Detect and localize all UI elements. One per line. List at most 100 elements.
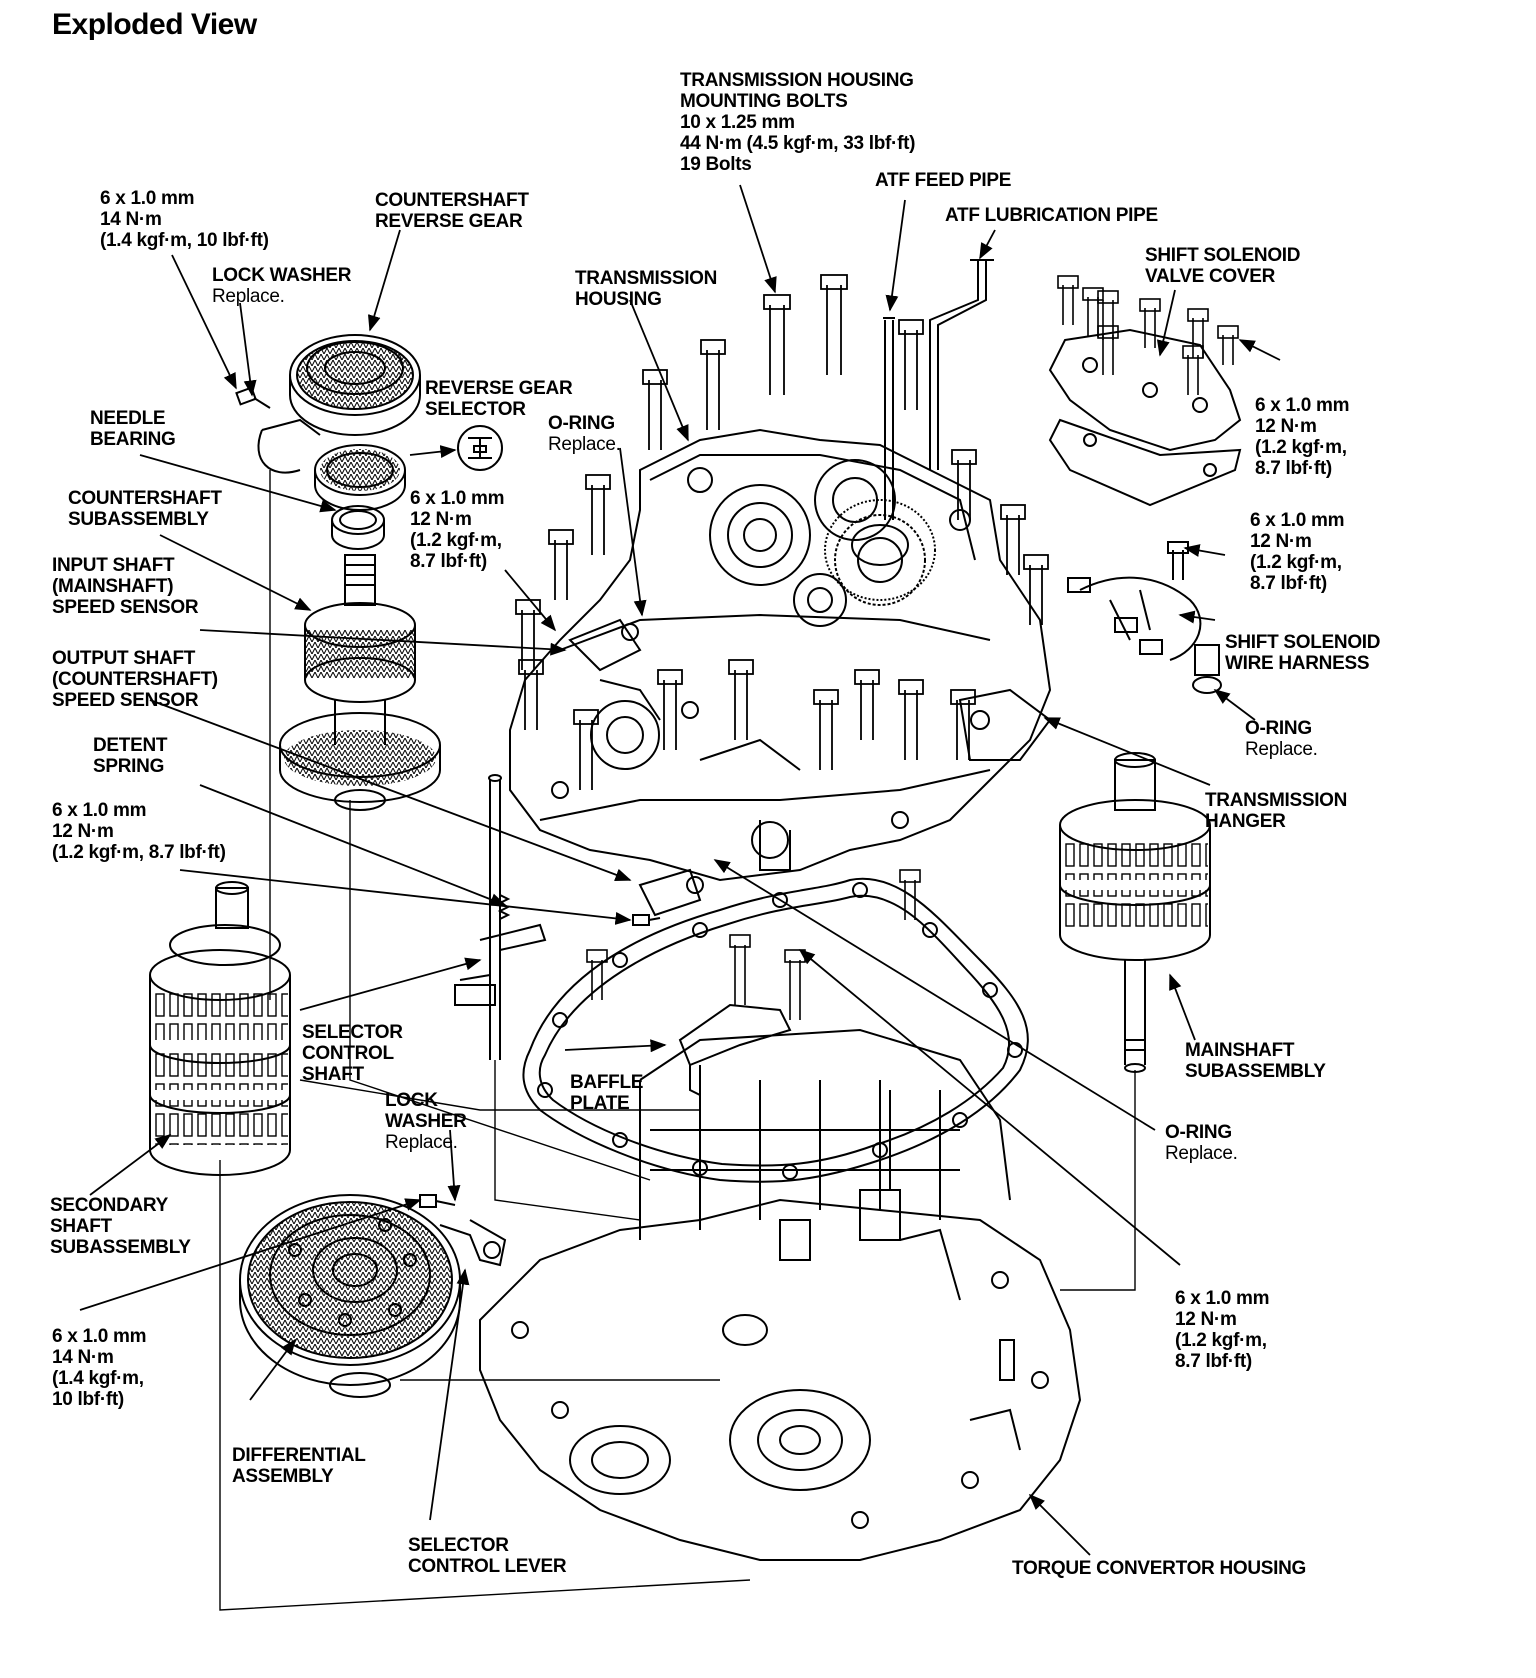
label-line: 6 x 1.0 mm [52,1326,147,1347]
label-line: SPRING [93,756,165,777]
label-countershaft-reverse-gear: COUNTERSHAFT REVERSE GEAR [375,190,529,232]
label-transmission-hanger: TRANSMISSION HANGER [1205,790,1347,832]
label-line: SELECTOR [425,399,526,420]
label-line: INPUT SHAFT [52,555,175,576]
label-line: 10 x 1.25 mm [680,112,795,133]
label-countershaft-subassembly: COUNTERSHAFT SUBASSEMBLY [68,488,222,530]
housing-gear [824,499,936,601]
label-line: 12 N·m [410,509,472,530]
label-line: ASSEMBLY [232,1466,334,1487]
label-baffle-plate: BAFFLE PLATE [570,1072,643,1114]
label-line: 6 x 1.0 mm [410,488,505,509]
label-line: SHAFT [50,1216,112,1237]
label-line: SHIFT SOLENOID [1225,632,1381,653]
label-line: BEARING [90,429,176,450]
label-note: Replace. [1165,1143,1238,1164]
label-line: SUBASSEMBLY [68,509,209,530]
label-line: TRANSMISSION [575,268,718,289]
label-line: HANGER [1205,811,1286,832]
label-line: SHAFT [302,1064,364,1085]
label-line: 12 N·m [1255,416,1317,437]
label-bolt-12nm-left: 6 x 1.0 mm 12 N·m (1.2 kgf·m, 8.7 lbf·ft… [52,800,226,863]
secondary-shaft-subassembly [149,881,291,1176]
label-line: 6 x 1.0 mm [100,188,195,209]
small-bolts-mid [586,869,921,1020]
label-line: WIRE HARNESS [1225,653,1370,674]
label-line: CONTROL [302,1043,394,1064]
label-line: CONTROL LEVER [408,1556,567,1577]
gasket [522,877,1029,1183]
label-line: (COUNTERSHAFT) [52,669,218,690]
label-input-shaft-speed-sensor: INPUT SHAFT (MAINSHAFT) SPEED SENSOR [52,555,199,618]
label-line: SECONDARY [50,1195,168,1216]
torque-converter-housing [479,1028,1082,1561]
label-line: (1.2 kgf·m, [1175,1330,1267,1351]
label-line: SUBASSEMBLY [50,1237,191,1258]
label-line: O-RING [1245,718,1312,739]
label-line: TORQUE CONVERTOR HOUSING [1012,1558,1307,1579]
label-differential-assembly: DIFFERENTIAL ASSEMBLY [232,1445,366,1487]
label-line: SUBASSEMBLY [1185,1061,1326,1082]
mainshaft-subassembly [1059,752,1211,1073]
label-line: BAFFLE [570,1072,644,1093]
label-bolt-12nm-center: 6 x 1.0 mm 12 N·m (1.2 kgf·m, 8.7 lbf·ft… [410,488,504,572]
label-line: OUTPUT SHAFT [52,648,196,669]
label-selector-control-lever: SELECTOR CONTROL LEVER [408,1535,567,1577]
label-bolt-14nm-bottom: 6 x 1.0 mm 14 N·m (1.4 kgf·m, 10 lbf·ft) [52,1326,146,1410]
label-line: LOCK WASHER [212,265,352,286]
label-line: 8.7 lbf·ft) [1250,573,1327,594]
label-line: (1.2 kgf·m, [410,530,502,551]
label-line: (1.4 kgf·m, [52,1368,144,1389]
label-line: SELECTOR [302,1022,403,1043]
label-line: MOUNTING BOLTS [680,91,848,112]
label-line: COUNTERSHAFT [375,190,529,211]
label-note: Replace. [385,1132,458,1153]
label-line: 12 N·m [52,821,114,842]
solenoid-cover-bolts [1057,275,1239,395]
label-line: LOCK [385,1090,438,1111]
label-bolt-14nm-top: 6 x 1.0 mm 14 N·m (1.4 kgf·m, 10 lbf·ft) [100,188,269,251]
speed-sensor-parts [568,618,704,926]
label-reverse-gear-selector: REVERSE GEAR SELECTOR [425,378,573,420]
label-line: 12 N·m [1250,531,1312,552]
label-needle-bearing: NEEDLE BEARING [90,408,176,450]
label-line: HOUSING [575,289,662,310]
label-line: ATF FEED PIPE [875,170,1012,191]
reverse-gear-selector-part [314,444,406,511]
label-line: 8.7 lbf·ft) [1175,1351,1252,1372]
label-line: 10 lbf·ft) [52,1389,124,1410]
label-shift-solenoid-valve-cover: SHIFT SOLENOID VALVE COVER [1145,245,1301,287]
label-atf-lubrication-pipe: ATF LUBRICATION PIPE [945,205,1158,226]
label-output-shaft-speed-sensor: OUTPUT SHAFT (COUNTERSHAFT) SPEED SENSOR [52,648,218,711]
label-line: REVERSE GEAR [375,211,523,232]
label-line: 6 x 1.0 mm [1255,395,1350,416]
label-line: SHIFT SOLENOID [1145,245,1301,266]
label-line: SPEED SENSOR [52,690,199,711]
label-detent-spring: DETENT SPRING [93,735,168,777]
lock-washer-top-part [235,386,321,474]
label-torque-converter-housing: TORQUE CONVERTOR HOUSING [1012,1558,1306,1579]
label-line: NEEDLE [90,408,166,429]
label-bolt-12nm-bottom-right: 6 x 1.0 mm 12 N·m (1.2 kgf·m, 8.7 lbf·ft… [1175,1288,1269,1372]
label-line: O-RING [1165,1122,1232,1143]
label-lock-washer-top: LOCK WASHER Replace. [212,265,352,307]
needle-bearing-part [331,505,385,550]
label-line: TRANSMISSION HOUSING [680,70,914,91]
label-secondary-shaft-subassembly: SECONDARY SHAFT SUBASSEMBLY [50,1195,191,1258]
label-mainshaft-subassembly: MAINSHAFT SUBASSEMBLY [1185,1040,1326,1082]
label-line: MAINSHAFT [1185,1040,1295,1061]
countershaft-reverse-gear [289,334,421,436]
label-line: 8.7 lbf·ft) [1255,458,1332,479]
label-transmission-housing: TRANSMISSION HOUSING [575,268,717,310]
label-line: DIFFERENTIAL [232,1445,366,1466]
label-shift-solenoid-wire-harness: SHIFT SOLENOID WIRE HARNESS [1225,632,1381,674]
label-line: 44 N·m (4.5 kgf·m, 33 lbf·ft) [680,133,916,154]
label-line: 19 Bolts [680,154,752,175]
label-line: 8.7 lbf·ft) [410,551,487,572]
housing-mounting-bolts [515,274,1049,790]
label-atf-feed-pipe: ATF FEED PIPE [875,170,1011,191]
label-line: TRANSMISSION [1205,790,1348,811]
label-o-ring-right: O-RING Replace. [1245,718,1318,760]
callout-arrows [79,184,1281,1556]
